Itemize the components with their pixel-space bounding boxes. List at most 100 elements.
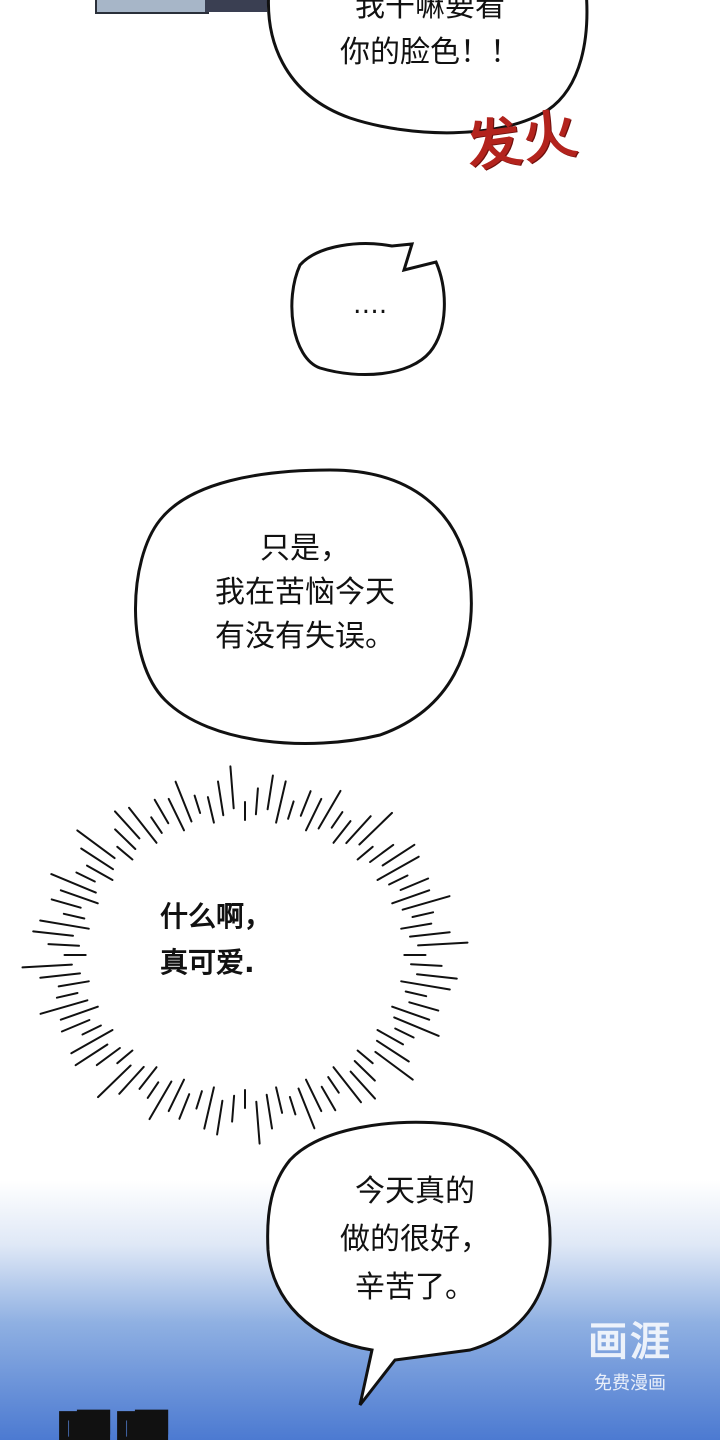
burst-line [287,800,295,820]
burst-line [255,1100,261,1145]
burst-line [55,992,79,999]
speech-line: …. [352,290,388,320]
burst-line [275,1086,284,1114]
top-panel-art [95,0,275,14]
burst-line [411,911,435,918]
burst-line [178,1093,191,1120]
burst-line [393,1016,440,1037]
burst-line [114,828,137,850]
burst-line [409,931,451,938]
burst-line [417,941,469,947]
burst-line [116,1049,134,1065]
burst-line [60,1019,91,1033]
burst-line [50,873,97,894]
speech-bubble-praise [266,1120,552,1406]
burst-line [410,963,443,967]
burst-line [80,847,114,871]
speech-line: 你的脸色！！ [340,35,520,70]
burst-line [75,871,96,883]
burst-line [266,774,274,811]
speech-text-cute: 什么啊， 真可爱. [160,894,340,986]
burst-line [299,790,312,817]
burst-line [388,874,409,886]
burst-line [376,1039,410,1063]
burst-line [353,1060,376,1082]
speech-text-praise: 今天真的 做的很好， 辛苦了。 [300,1168,530,1312]
burst-line [332,820,352,844]
burst-line [327,1076,340,1094]
burst-line [400,980,451,991]
burst-line [39,999,89,1015]
speech-bubble-worry [134,468,473,745]
burst-line [399,877,430,891]
burst-line [148,1080,173,1121]
burst-line [356,845,374,861]
burst-line [391,1005,431,1021]
burst-line [95,1047,121,1067]
burst-line [231,1094,236,1123]
speech-bubble-dots [290,242,446,377]
burst-line [167,797,185,832]
burst-line [394,1027,415,1039]
watermark-tagline: 免费漫画 [594,1373,666,1394]
burst-line [47,943,80,947]
burst-line [116,845,134,861]
burst-line [59,1005,99,1021]
emphasis-burst [21,765,469,1145]
burst-line [391,889,431,905]
burst-line [408,1001,440,1012]
burst-line [70,1029,114,1055]
burst-line [150,816,163,834]
burst-line [330,811,344,829]
burst-line [216,1099,224,1136]
burst-line [39,972,81,979]
speech-line: 我在苦恼今天 [215,575,395,610]
burst-line [62,912,86,920]
burst-line [275,780,287,824]
burst-line [381,843,416,867]
burst-line [146,1081,160,1099]
burst-line [206,796,215,824]
burst-line [195,1090,203,1110]
burst-line [400,922,433,930]
burst-line [57,980,90,988]
watermark: 画涯 免费漫画 [565,1318,695,1396]
burst-line [203,1086,215,1130]
burst-line [81,1024,102,1036]
burst-line [39,919,90,930]
speech-text-worry: 只是， 我在苦恼今天 有没有失误。 [150,527,460,659]
speech-text-top: 我干嘛要看 你的脸色！！ [285,0,575,76]
speech-line: 什么啊， [160,900,273,933]
speech-text-dots: …. [330,290,410,320]
burst-line [229,765,235,810]
burst-line [297,1087,316,1130]
speech-line: 辛苦了。 [355,1270,475,1305]
burst-line [345,815,372,845]
burst-line [376,1029,404,1046]
burst-line [21,963,73,969]
speech-line: 真可爱. [160,946,255,979]
burst-line [356,1049,374,1065]
burst-line [305,797,323,832]
burst-line [349,1070,376,1100]
burst-line [174,780,193,823]
speech-bubble-top [267,0,589,135]
burst-line [404,990,428,998]
burst-line [138,1066,158,1090]
speech-line: 我干嘛要看 [355,0,505,24]
speech-line: 做的很好， [340,1222,490,1257]
burst-line [332,1066,362,1104]
burst-line [193,794,202,814]
burst-line [369,843,395,863]
burst-line [416,973,458,980]
burst-line [374,1050,414,1081]
burst-line [114,810,141,840]
burst-line [305,1078,323,1113]
burst-line [32,930,74,937]
speech-line: 有没有失误。 [215,619,395,654]
burst-line [288,1096,297,1116]
burst-line [265,1093,273,1130]
speech-line: 今天真的 [355,1174,475,1209]
